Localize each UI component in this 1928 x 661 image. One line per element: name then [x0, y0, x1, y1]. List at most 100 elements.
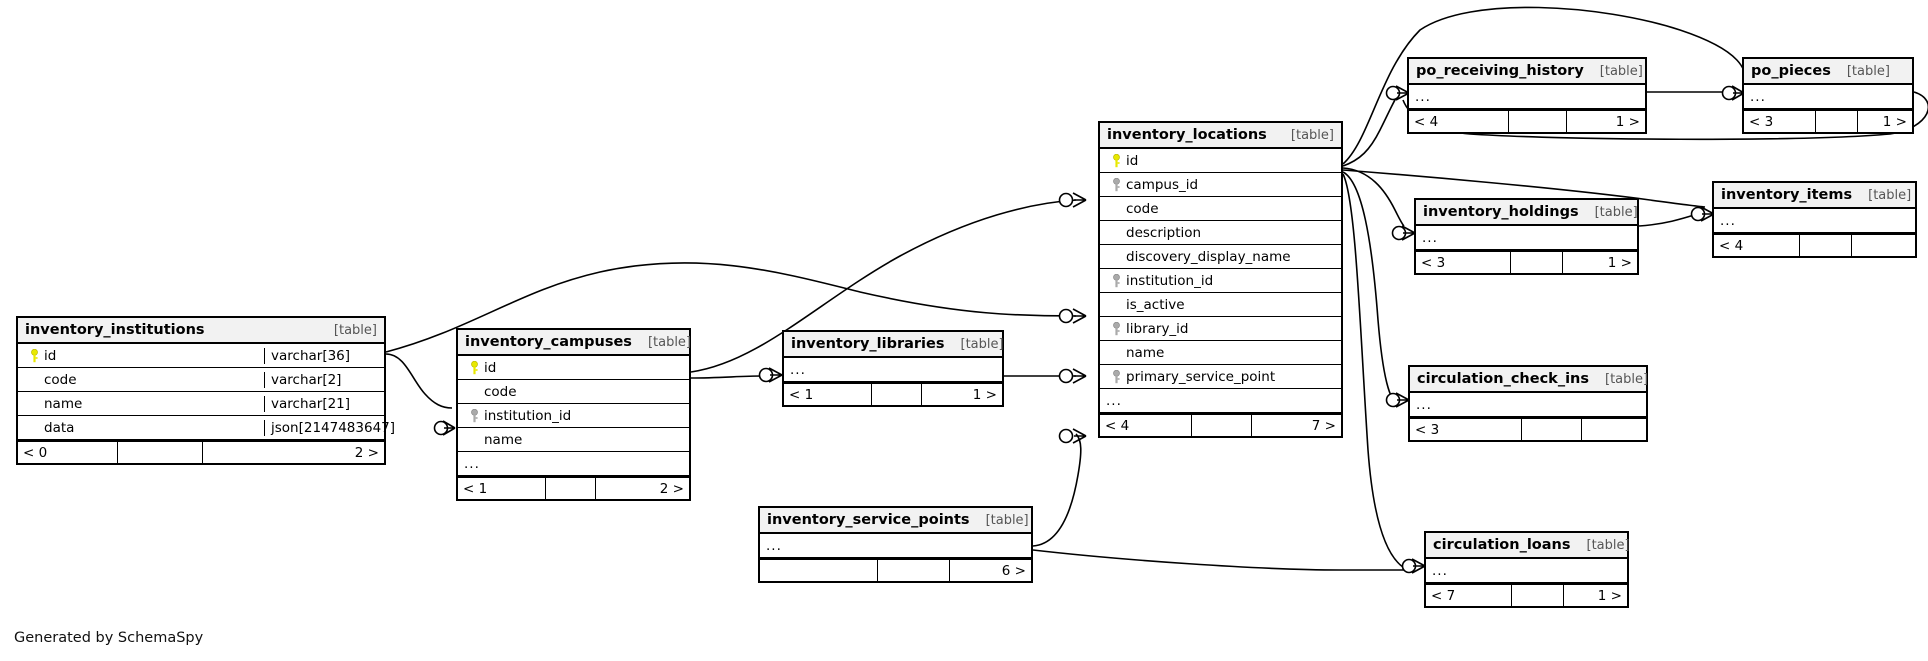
table-header: inventory_items [table]: [1714, 183, 1915, 209]
footer-mid: [546, 478, 596, 499]
footer-right: 1 >: [1615, 113, 1640, 130]
table-inventory-items[interactable]: inventory_items [table] ... < 4: [1712, 181, 1917, 258]
table-circulation-loans[interactable]: circulation_loans [table] ... < 7 1 >: [1424, 531, 1630, 608]
column-row: code varchar[2]: [18, 368, 384, 392]
column-name: description: [1126, 224, 1202, 241]
more-columns-row: ...: [1409, 85, 1645, 109]
footer-right: 1 >: [972, 386, 997, 403]
ellipsis-label: ...: [1750, 88, 1766, 105]
column-name: code: [1126, 200, 1159, 217]
footer-right: [1852, 235, 1915, 256]
footer-right: 6 >: [1001, 562, 1026, 579]
table-inventory-locations[interactable]: inventory_locations [table] id campus_id…: [1098, 121, 1343, 438]
column-row: is_active: [1100, 293, 1341, 317]
ellipsis-label: ...: [1422, 229, 1438, 246]
table-footer: < 3: [1410, 417, 1646, 440]
more-columns-row: ...: [1426, 559, 1627, 583]
table-footer: < 4 1 >: [1409, 109, 1645, 132]
table-type-tag: [table]: [1599, 63, 1643, 79]
connector-po-pieces: [1721, 85, 1745, 101]
table-header: po_receiving_history [table]: [1409, 59, 1645, 85]
more-columns-row: ...: [760, 534, 1031, 558]
column-name: name: [1126, 344, 1165, 361]
column-name: code: [484, 383, 517, 400]
more-columns-row: ...: [1416, 226, 1637, 250]
connector-holdings: [1391, 225, 1416, 241]
table-header: inventory_campuses [table]: [458, 330, 691, 356]
connector-po-receiving: [1385, 85, 1410, 101]
foreign-key-icon: [464, 408, 484, 423]
table-header: inventory_institutions [table]: [18, 318, 384, 344]
column-row: institution_id: [458, 404, 689, 428]
column-name: data: [44, 419, 75, 436]
ellipsis-label: ...: [766, 537, 782, 554]
table-po-receiving-history[interactable]: po_receiving_history [table] ... < 4 1 >: [1407, 57, 1647, 134]
column-row: name: [458, 428, 689, 452]
table-type-tag: [table]: [985, 512, 1029, 528]
connector-campus-id: [1058, 192, 1087, 208]
column-row: id varchar[36]: [18, 344, 384, 368]
footer-mid: [118, 442, 203, 463]
more-columns-row: ...: [458, 452, 689, 476]
table-header: inventory_libraries [table]: [784, 332, 1004, 358]
table-inventory-holdings[interactable]: inventory_holdings [table] ... < 3 1 >: [1414, 198, 1639, 275]
primary-key-icon: [464, 360, 484, 375]
column-name: library_id: [1126, 320, 1189, 337]
footer-left: < 3: [1416, 252, 1511, 273]
column-name: code: [44, 371, 77, 388]
column-name: id: [44, 347, 57, 364]
connector-loans: [1401, 558, 1426, 574]
footer-mid: [1816, 111, 1858, 132]
table-type-tag: [table]: [1846, 63, 1890, 79]
foreign-key-icon: [1106, 321, 1126, 336]
footer-right: 2 >: [659, 480, 684, 497]
column-name: name: [484, 431, 523, 448]
footer-mid: [1522, 419, 1582, 440]
column-name: discovery_display_name: [1126, 248, 1291, 265]
more-columns-row: ...: [1410, 393, 1646, 417]
column-type: varchar[2]: [264, 371, 384, 388]
ellipsis-label: ...: [1415, 88, 1431, 105]
footer-left: < 3: [1410, 419, 1522, 440]
table-inventory-campuses[interactable]: inventory_campuses [table] id code insti…: [456, 328, 691, 501]
footer-left: < 7: [1426, 585, 1512, 606]
footer-right: 1 >: [1882, 113, 1907, 130]
column-row: description: [1100, 221, 1341, 245]
table-circulation-check-ins[interactable]: circulation_check_ins [table] ... < 3: [1408, 365, 1648, 442]
footer-left: < 1: [784, 384, 872, 405]
table-footer: < 3 1 >: [1744, 109, 1912, 132]
footer-right: 7 >: [1311, 417, 1336, 434]
table-inventory-institutions[interactable]: inventory_institutions [table] id varcha…: [16, 316, 395, 465]
table-type-tag: [table]: [1586, 537, 1630, 553]
column-row: institution_id: [1100, 269, 1341, 293]
table-inventory-libraries[interactable]: inventory_libraries [table] ... < 1 1 >: [782, 330, 1004, 407]
table-title: inventory_holdings: [1423, 204, 1579, 220]
table-po-pieces[interactable]: po_pieces [table] ... < 3 1 >: [1742, 57, 1914, 134]
table-header: po_pieces [table]: [1744, 59, 1912, 85]
footer-left: < 4: [1100, 415, 1192, 436]
table-title: inventory_items: [1721, 187, 1853, 203]
more-columns-row: ...: [1744, 85, 1912, 109]
column-name: institution_id: [484, 407, 572, 424]
connector-primary-service-point: [1058, 428, 1087, 444]
connector-library-id: [1058, 368, 1087, 384]
table-inventory-service-points[interactable]: inventory_service_points [table] ... 6 >: [758, 506, 1033, 583]
footer-mid: [1512, 585, 1564, 606]
column-name: name: [44, 395, 83, 412]
footer-left: < 3: [1744, 111, 1816, 132]
column-name: campus_id: [1126, 176, 1199, 193]
foreign-key-icon: [1106, 177, 1126, 192]
table-footer: < 7 1 >: [1426, 583, 1627, 606]
connector-institution-id: [1058, 308, 1087, 324]
column-row: campus_id: [1100, 173, 1341, 197]
column-row: code: [458, 380, 689, 404]
table-title: inventory_libraries: [791, 336, 945, 352]
connector-check-ins: [1385, 392, 1410, 408]
footer-mid: [1509, 111, 1567, 132]
connector-items: [1690, 206, 1715, 222]
footer-mid: [878, 560, 950, 581]
footer-mid: [872, 384, 922, 405]
table-footer: < 4: [1714, 233, 1915, 256]
table-title: inventory_service_points: [767, 512, 970, 528]
column-row: id: [1100, 149, 1341, 173]
